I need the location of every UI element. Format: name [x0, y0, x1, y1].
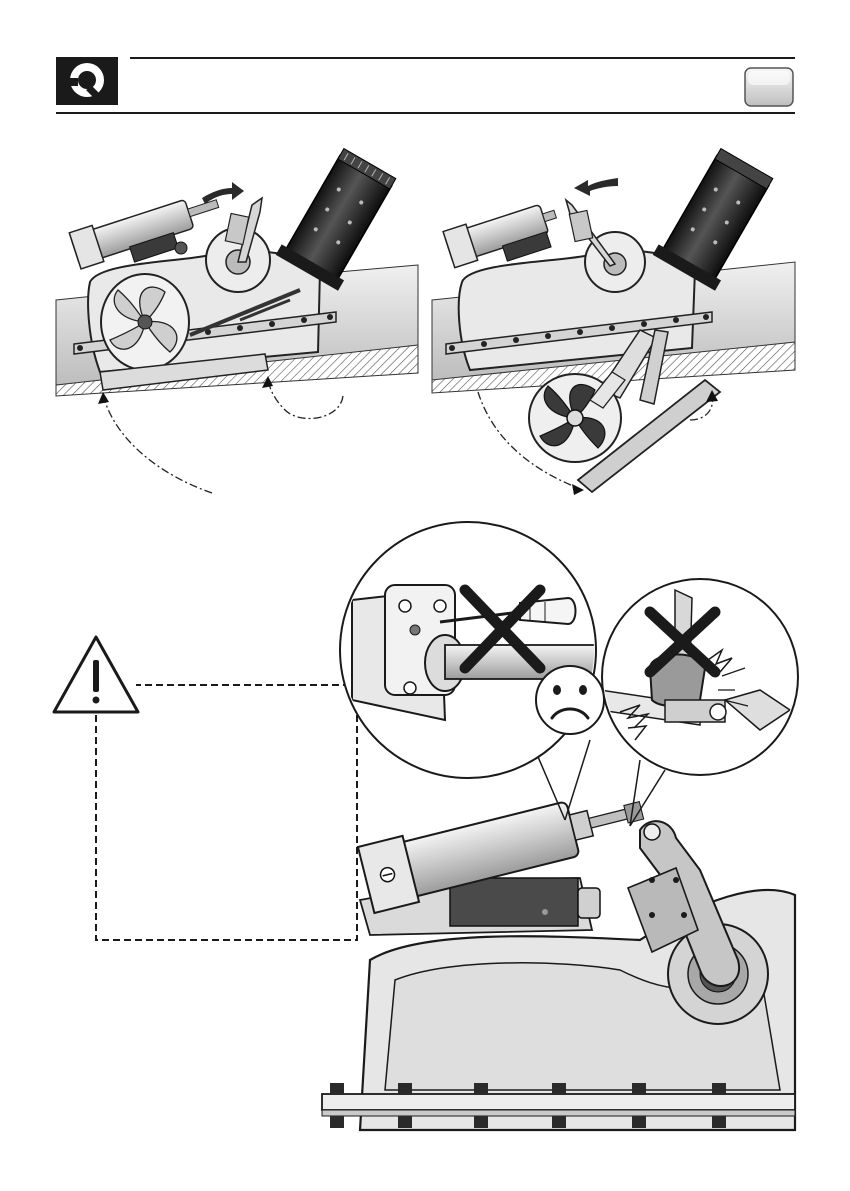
- section-tab-blank-icon: [745, 68, 793, 106]
- do-not-force-linkage-icon: [600, 579, 798, 775]
- header: [56, 57, 795, 113]
- thruster-extended-illustration: [432, 146, 795, 495]
- do-not-unscrew-actuator-icon: [340, 522, 605, 778]
- actuator-detail-illustration: [322, 778, 795, 1130]
- warning-dashed-connector: [96, 685, 357, 940]
- sad-face-icon: [536, 666, 604, 734]
- thruster-retracted-illustration: [56, 146, 418, 493]
- warning-triangle-icon: [54, 637, 138, 712]
- quick-logo-q-icon: [56, 57, 118, 105]
